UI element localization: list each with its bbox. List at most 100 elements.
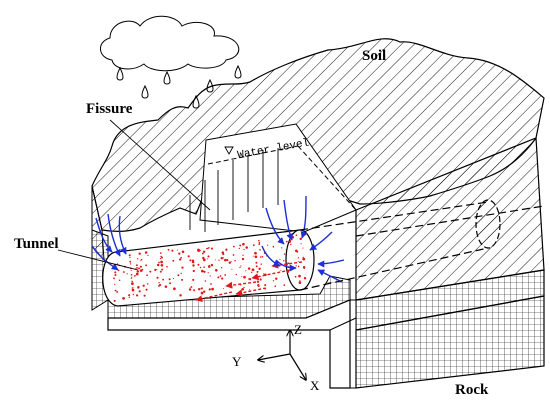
- coordinate-axes: [258, 330, 306, 380]
- leakage-particle: [199, 249, 202, 252]
- leakage-particle: [129, 263, 132, 265]
- leakage-particle: [288, 240, 291, 244]
- leakage-particle: [217, 276, 220, 279]
- leakage-particle: [160, 263, 164, 267]
- leakage-particle: [145, 288, 148, 291]
- leakage-particle: [283, 259, 285, 262]
- leakage-particle: [254, 251, 257, 255]
- leakage-particle: [192, 278, 195, 281]
- leakage-particle: [114, 271, 117, 274]
- leakage-particle: [221, 277, 224, 280]
- leakage-particle: [224, 274, 227, 276]
- leakage-particle: [290, 243, 292, 246]
- leakage-particle: [146, 274, 148, 277]
- leakage-particle: [208, 288, 211, 291]
- leakage-particle: [258, 267, 261, 270]
- leakage-particle: [285, 240, 288, 243]
- leakage-particle: [259, 248, 261, 251]
- leakage-particle: [134, 275, 136, 277]
- leakage-particle: [297, 260, 299, 263]
- leakage-particle: [258, 241, 261, 244]
- leakage-particle: [176, 249, 179, 251]
- leakage-particle: [218, 259, 220, 261]
- leakage-particle: [211, 287, 214, 291]
- leakage-particle: [224, 258, 227, 262]
- leakage-particle: [299, 280, 301, 282]
- leakage-particle: [192, 269, 195, 273]
- leakage-particle: [177, 274, 180, 277]
- leakage-particle: [161, 268, 164, 271]
- leakage-particle: [204, 280, 207, 282]
- leakage-particle: [297, 257, 300, 259]
- leakage-particle: [142, 284, 145, 287]
- leakage-particle: [132, 287, 134, 289]
- leakage-particle: [210, 283, 212, 285]
- leakage-particle: [302, 247, 304, 249]
- leakage-particle: [235, 273, 237, 276]
- seepage-arrows: [91, 195, 345, 283]
- lower-block-front: [107, 299, 357, 389]
- leakage-particle: [202, 256, 205, 260]
- leakage-particle: [128, 254, 131, 257]
- leakage-particle: [197, 263, 200, 266]
- leader-lines: [57, 119, 211, 271]
- leakage-particle: [232, 254, 235, 256]
- leakage-particle: [264, 284, 267, 287]
- leakage-particle: [305, 234, 307, 236]
- leakage-particle: [154, 268, 157, 272]
- leakage-particle: [122, 271, 125, 273]
- leakage-particle: [231, 268, 233, 270]
- leakage-particle: [130, 269, 132, 271]
- leakage-particle: [179, 258, 182, 261]
- leakage-particle: [241, 288, 244, 291]
- leakage-particle: [189, 259, 192, 262]
- leakage-particle: [257, 278, 260, 280]
- leakage-particle: [222, 288, 225, 290]
- leakage-particle: [242, 254, 244, 256]
- leakage-particle: [201, 287, 203, 289]
- axis-label-x: X: [310, 378, 320, 393]
- leakage-particle: [136, 270, 140, 273]
- axis-label-y: Y: [232, 354, 242, 369]
- leakage-particle: [257, 284, 260, 287]
- leakage-particle: [145, 264, 148, 267]
- leakage-particle: [167, 248, 170, 251]
- leakage-particle: [172, 278, 175, 280]
- leakage-particle: [228, 261, 231, 264]
- leakage-particle: [190, 286, 193, 288]
- leakage-particle: [126, 273, 128, 275]
- leakage-particle: [252, 255, 254, 257]
- leakage-particle: [287, 262, 290, 265]
- leakage-particle: [255, 261, 258, 264]
- leakage-particle: [261, 255, 264, 258]
- leakage-particle: [188, 288, 192, 291]
- leakage-particle: [266, 244, 269, 246]
- leakage-particle: [159, 270, 162, 273]
- leakage-particle: [251, 268, 255, 272]
- leakage-particle: [207, 255, 210, 258]
- leakage-particle: [146, 283, 149, 285]
- leakage-particle: [144, 251, 148, 254]
- leakage-particle: [135, 272, 139, 276]
- leakage-particle: [139, 265, 142, 268]
- leakage-particle: [255, 265, 258, 268]
- leakage-particle: [178, 252, 181, 255]
- leakage-particle: [203, 266, 205, 269]
- cutaway-back-wall: [189, 123, 357, 233]
- leakage-particle: [189, 287, 191, 289]
- leakage-particle: [241, 276, 243, 278]
- leakage-particle: [114, 274, 117, 276]
- leakage-particle: [199, 266, 202, 269]
- leakage-particle: [226, 259, 229, 262]
- leakage-particle: [180, 272, 182, 275]
- leakage-particle: [240, 265, 242, 267]
- leakage-particle: [168, 278, 171, 281]
- leakage-particle: [260, 263, 262, 265]
- leakage-particle: [192, 264, 195, 267]
- leakage-particle: [256, 280, 260, 283]
- leakage-particle: [113, 299, 116, 302]
- leakage-particle: [239, 244, 242, 247]
- leakage-particle: [259, 256, 262, 258]
- leakage-particle: [171, 249, 174, 252]
- leakage-particle: [210, 263, 214, 267]
